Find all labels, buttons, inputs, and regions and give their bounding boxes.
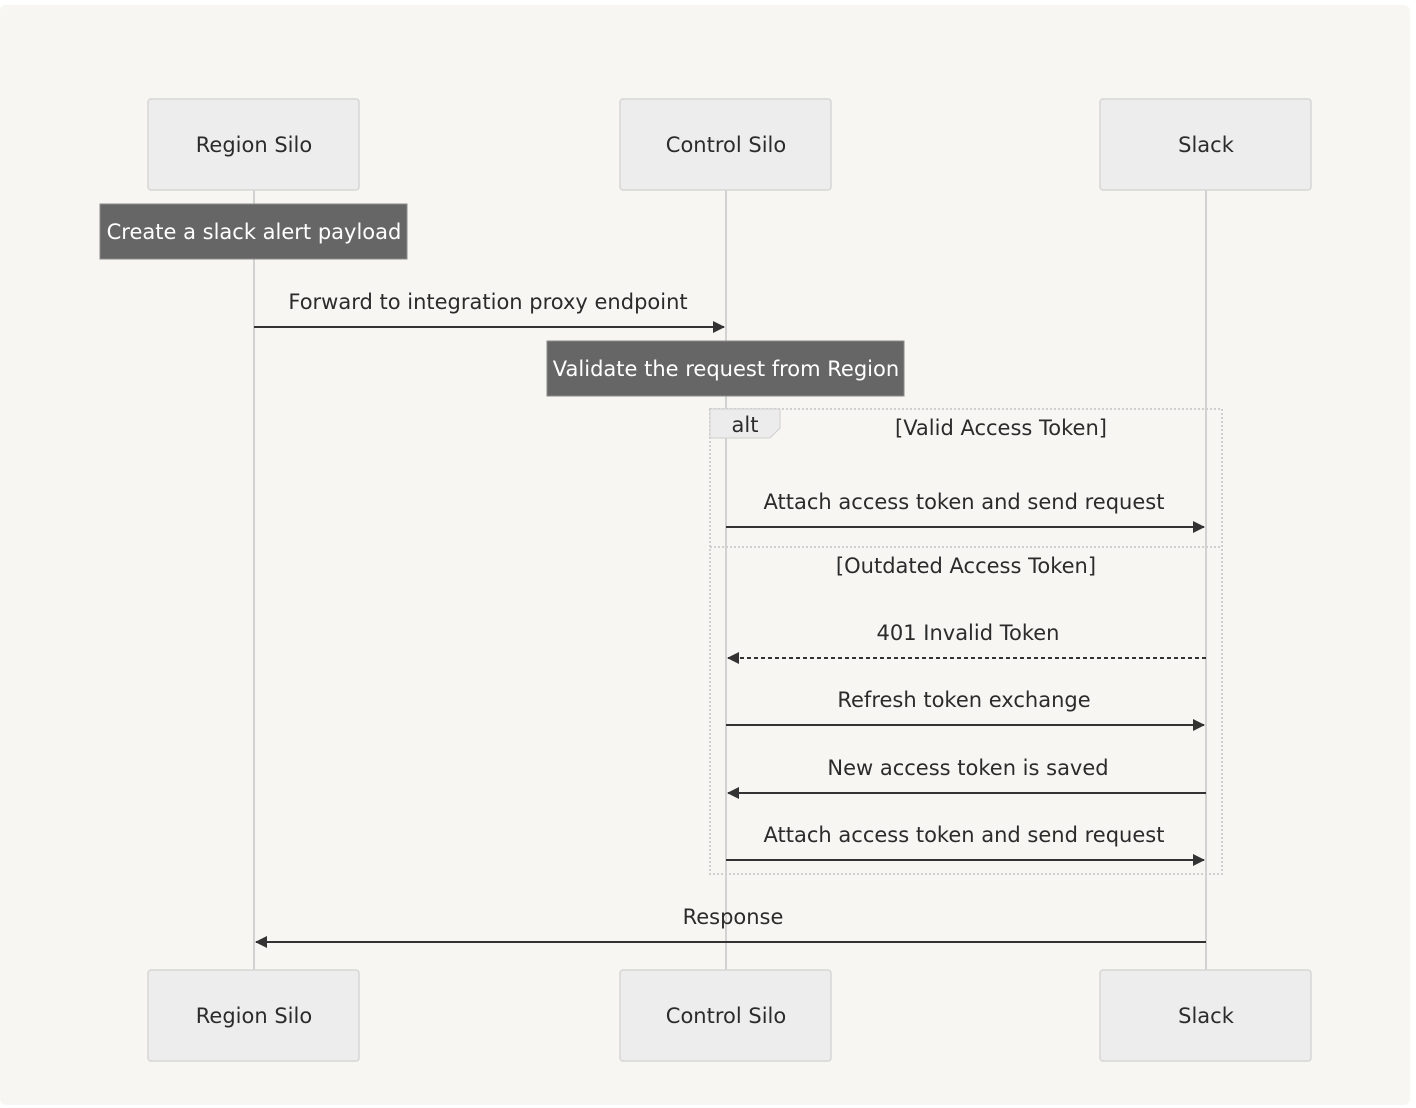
diagram-background <box>0 5 1410 1105</box>
note-validate-request: Validate the request from Region <box>546 340 905 397</box>
actor-label: Slack <box>1178 133 1235 157</box>
message-label: Attach access token and send request <box>764 823 1165 847</box>
message-response: Response <box>255 905 1206 948</box>
alt-condition-valid: [Valid Access Token] <box>895 416 1107 440</box>
actor-control-silo-bottom: Control Silo <box>619 969 832 1062</box>
actor-slack-bottom: Slack <box>1099 969 1312 1062</box>
alt-keyword: alt <box>732 413 759 437</box>
note-text: Create a slack alert payload <box>107 220 402 244</box>
actor-region-silo-top: Region Silo <box>147 98 360 191</box>
actor-control-silo-top: Control Silo <box>619 98 832 191</box>
message-label: New access token is saved <box>827 756 1108 780</box>
message-refresh-token: Refresh token exchange <box>726 688 1205 731</box>
note-text: Validate the request from Region <box>553 357 899 381</box>
alt-frame-border <box>709 408 1223 875</box>
message-invalid-token: 401 Invalid Token <box>727 621 1206 664</box>
actor-label: Region Silo <box>196 133 312 157</box>
message-label: 401 Invalid Token <box>877 621 1060 645</box>
message-attach-retry: Attach access token and send request <box>726 823 1205 866</box>
actor-slack-top: Slack <box>1099 98 1312 191</box>
note-create-payload: Create a slack alert payload <box>99 203 408 260</box>
alt-frame: alt [Valid Access Token] [Outdated Acces… <box>709 408 1223 875</box>
message-label: Refresh token exchange <box>837 688 1090 712</box>
message-forward: Forward to integration proxy endpoint <box>254 290 725 333</box>
actor-label: Slack <box>1178 1004 1235 1028</box>
message-label: Attach access token and send request <box>764 490 1165 514</box>
message-new-token: New access token is saved <box>727 756 1206 799</box>
alt-condition-outdated: [Outdated Access Token] <box>836 554 1096 578</box>
message-label: Forward to integration proxy endpoint <box>288 290 687 314</box>
message-attach-valid: Attach access token and send request <box>726 490 1205 533</box>
actor-label: Control Silo <box>666 133 786 157</box>
alt-frame-tab <box>709 408 781 439</box>
actor-region-silo-bottom: Region Silo <box>147 969 360 1062</box>
actor-label: Region Silo <box>196 1004 312 1028</box>
actor-label: Control Silo <box>666 1004 786 1028</box>
message-label: Response <box>683 905 784 929</box>
